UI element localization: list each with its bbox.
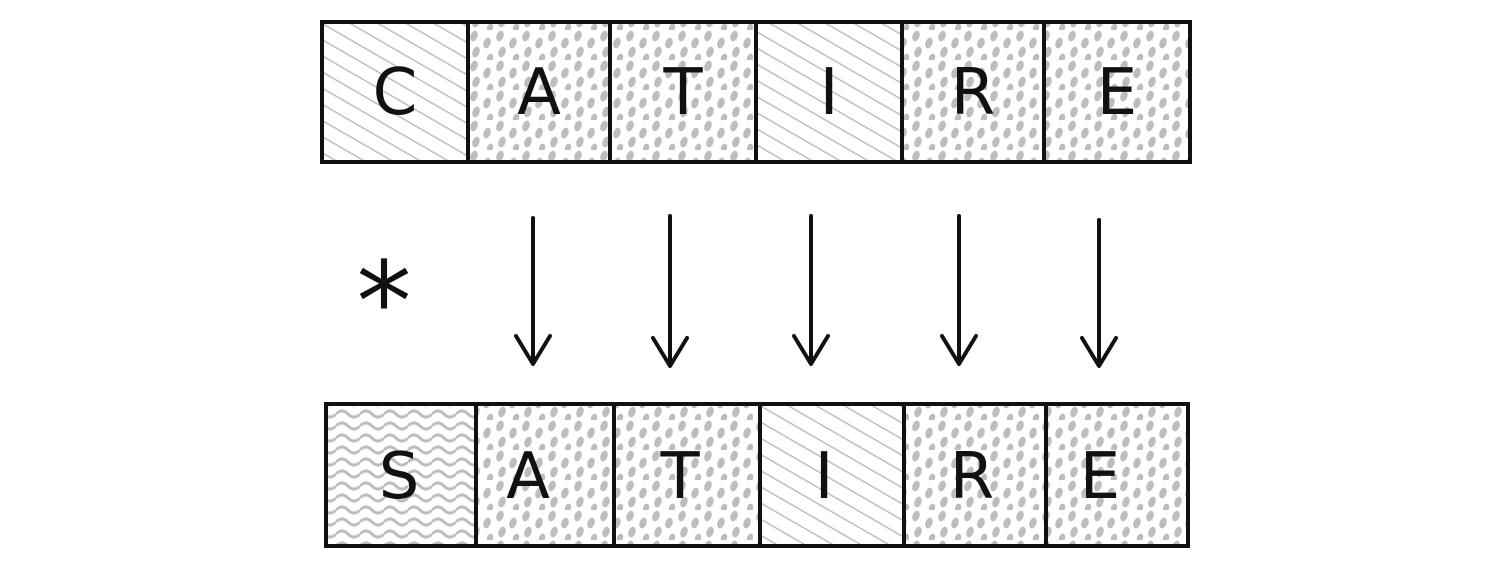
bottom-cell-2-letter: A bbox=[506, 440, 550, 514]
top-cell-1: C bbox=[320, 20, 470, 164]
top-cell-2: A bbox=[466, 20, 612, 164]
arrows bbox=[514, 214, 1118, 368]
bottom-cell-3-letter: T bbox=[659, 440, 700, 514]
top-cell-5: R bbox=[900, 20, 1046, 164]
bottom-cell-2: A bbox=[474, 402, 616, 548]
arrow-down-icon bbox=[940, 214, 978, 366]
top-cell-3: T bbox=[608, 20, 758, 164]
top-cell-6: E bbox=[1042, 20, 1192, 164]
bottom-row: S A T I R E bbox=[324, 402, 1190, 548]
top-cell-2-letter: A bbox=[517, 56, 561, 130]
top-cell-6-letter: E bbox=[1097, 56, 1137, 130]
bottom-cell-1-letter: S bbox=[379, 440, 420, 514]
arrow-down-icon bbox=[651, 214, 689, 368]
top-row: C A T I R E bbox=[320, 20, 1192, 164]
arrow-down-icon bbox=[792, 214, 830, 366]
arrow-down-icon bbox=[1080, 218, 1118, 368]
bottom-cell-5: R bbox=[902, 402, 1048, 548]
top-cell-4-letter: I bbox=[820, 56, 839, 130]
top-cell-4: I bbox=[754, 20, 904, 164]
bottom-cell-5-letter: R bbox=[950, 440, 994, 514]
top-cell-1-letter: C bbox=[373, 56, 418, 130]
bottom-cell-3: T bbox=[612, 402, 762, 548]
bottom-cell-6-letter: E bbox=[1080, 440, 1120, 514]
bottom-cell-1: S bbox=[324, 402, 478, 548]
bottom-cell-6: E bbox=[1044, 402, 1190, 548]
top-cell-3-letter: T bbox=[662, 56, 703, 130]
top-cell-5-letter: R bbox=[951, 56, 995, 130]
arrow-down-icon bbox=[514, 216, 552, 366]
bottom-cell-4-letter: I bbox=[815, 440, 834, 514]
bottom-cell-4: I bbox=[758, 402, 906, 548]
mutation-asterisk: * bbox=[357, 238, 412, 366]
